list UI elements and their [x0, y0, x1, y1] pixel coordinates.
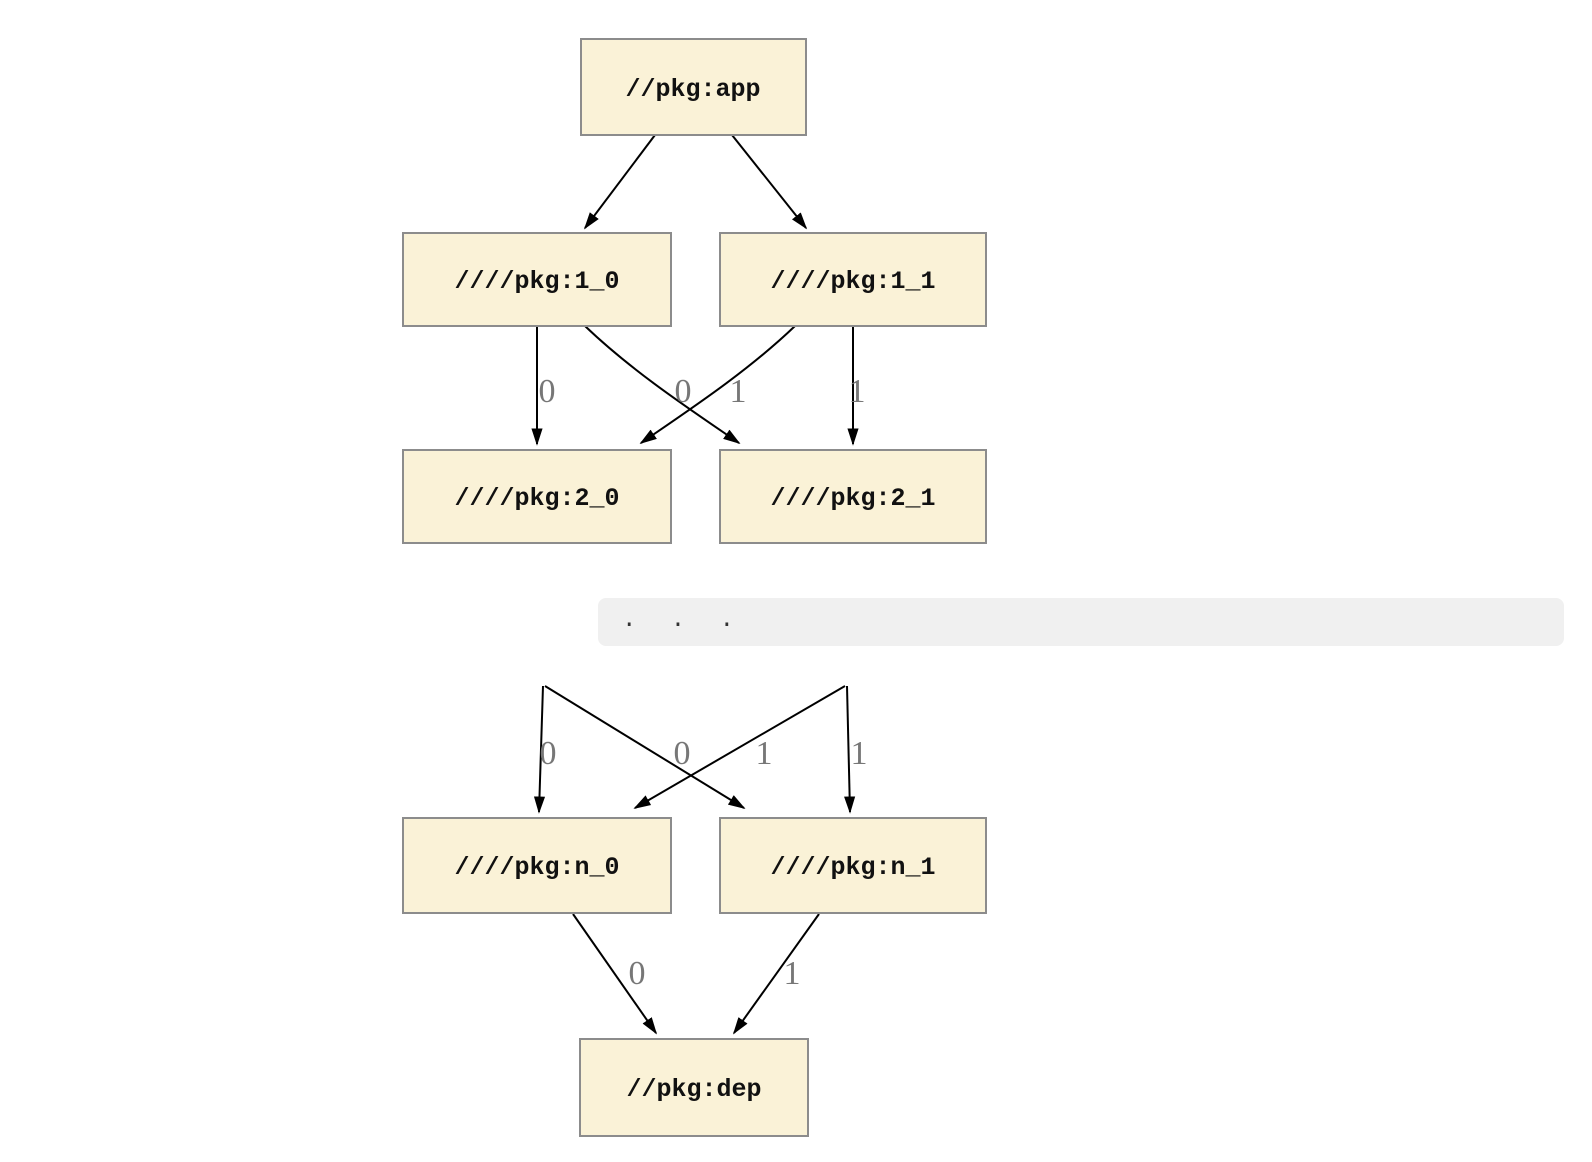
node-pkg-1_1: ////pkg:1_1 — [719, 232, 987, 327]
node-box — [719, 449, 987, 544]
edge-1_0-to-2_1 — [584, 325, 741, 445]
edge-ellipsis-to-n_0-cross — [633, 685, 846, 809]
edge-label: 0 — [675, 373, 692, 410]
node-box — [580, 38, 807, 136]
edge-label: 0 — [674, 735, 691, 772]
node-pkg-2_0: ////pkg:2_0 — [402, 449, 672, 544]
node-box — [579, 1038, 809, 1137]
node-box — [402, 232, 672, 327]
node-label: //pkg:app — [625, 75, 760, 104]
node-label: ////pkg:1_0 — [454, 267, 619, 296]
edge-ellipsis-to-n_1-straight — [844, 685, 856, 814]
ellipsis-band: . . . — [598, 598, 1564, 646]
edge-ellipsis-to-n_1-cross — [544, 685, 746, 809]
edge-label: 0 — [539, 373, 556, 410]
edge-n_0-to-dep — [572, 913, 658, 1035]
node-label: ////pkg:n_0 — [454, 853, 619, 882]
node-label: ////pkg:2_0 — [454, 484, 619, 513]
node-box — [402, 449, 672, 544]
node-pkg-n_0: ////pkg:n_0 — [402, 817, 672, 914]
node-pkg-dep: //pkg:dep — [579, 1038, 809, 1137]
node-box — [719, 232, 987, 327]
edge-label: 0 — [629, 955, 646, 992]
edge-label: 0 — [540, 735, 557, 772]
edge-label: 1 — [756, 735, 773, 772]
node-label: //pkg:dep — [626, 1075, 761, 1104]
node-label: ////pkg:2_1 — [770, 484, 935, 513]
edge-1_1-to-2_0 — [639, 325, 796, 445]
node-pkg-app: //pkg:app — [580, 38, 807, 136]
edge-app-to-1_0 — [583, 134, 656, 230]
edge-ellipsis-to-n_0-straight — [533, 685, 546, 814]
node-pkg-n_1: ////pkg:n_1 — [719, 817, 987, 914]
edge-label: 1 — [784, 955, 801, 992]
edge-app-to-1_1 — [731, 134, 808, 230]
edge-label: 1 — [849, 373, 866, 410]
edge-label: 1 — [851, 735, 868, 772]
edge-label: 1 — [730, 373, 747, 410]
node-pkg-1_0: ////pkg:1_0 — [402, 232, 672, 327]
node-box — [719, 817, 987, 914]
node-pkg-2_1: ////pkg:2_1 — [719, 449, 987, 544]
edge-n_1-to-dep — [732, 913, 820, 1035]
ellipsis-text: . . . — [622, 607, 745, 634]
node-label: ////pkg:n_1 — [770, 853, 935, 882]
node-label: ////pkg:1_1 — [770, 267, 935, 296]
node-box — [402, 817, 672, 914]
